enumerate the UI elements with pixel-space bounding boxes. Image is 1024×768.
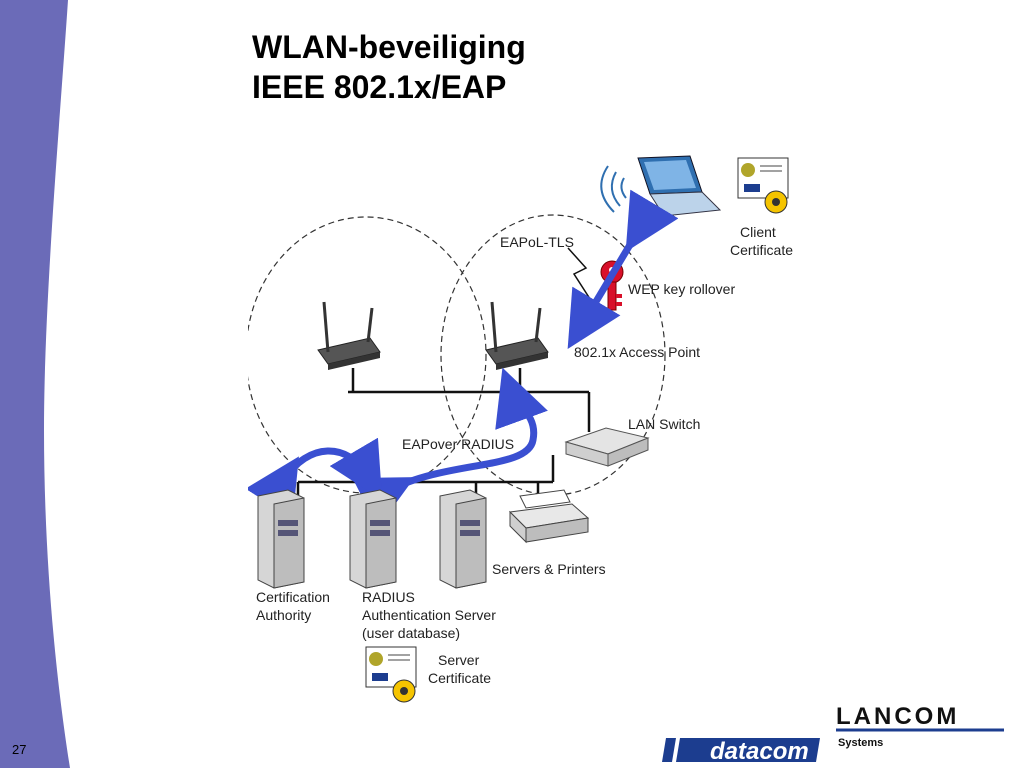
cert-authority-label-1: Certification bbox=[256, 589, 330, 605]
certificate-icon bbox=[365, 646, 417, 703]
lancom-logo: LANCOM Systems bbox=[836, 703, 1004, 749]
lancom-logo-text: LANCOM bbox=[836, 703, 959, 730]
laptop-icon bbox=[637, 155, 722, 217]
server-icon bbox=[257, 489, 305, 589]
network-diagram: Client Certificate EAPoL-TLS WEP key rol… bbox=[248, 155, 793, 703]
eapol-arrow bbox=[567, 189, 679, 350]
eapol-lightning bbox=[567, 247, 593, 303]
slide-title-line2: IEEE 802.1x/EAP bbox=[252, 69, 507, 105]
access-point-icon bbox=[485, 301, 549, 370]
slide-title-line1: WLAN-beveiliging bbox=[252, 29, 526, 65]
radius-label-2: Authentication Server bbox=[362, 607, 496, 623]
radius-label-3: (user database) bbox=[362, 625, 460, 641]
wep-key-rollover-label: WEP key rollover bbox=[628, 281, 735, 297]
server-icon bbox=[349, 489, 397, 589]
servers-printers-label: Servers & Printers bbox=[492, 561, 606, 577]
eapol-tls-label: EAPoL-TLS bbox=[500, 234, 574, 250]
server-certificate-label-2: Certificate bbox=[428, 670, 491, 686]
wireless-signal-icon bbox=[600, 165, 627, 213]
cert-authority-label-2: Authority bbox=[256, 607, 311, 623]
access-point-icon bbox=[317, 301, 381, 370]
datacom-logo-text: datacom bbox=[710, 738, 809, 765]
eap-over-radius-label: EAPover RADIUS bbox=[402, 436, 514, 452]
coverage-circle-right bbox=[440, 214, 666, 496]
company-logos: LANCOM Systems datacom bbox=[662, 703, 1004, 765]
ca-radius-arrow bbox=[248, 437, 383, 519]
access-point-label: 802.1x Access Point bbox=[574, 344, 700, 360]
radius-label-1: RADIUS bbox=[362, 589, 415, 605]
radius-arrow bbox=[352, 367, 548, 528]
switch-icon bbox=[564, 427, 650, 467]
certificate-icon bbox=[737, 157, 789, 214]
datacom-logo: datacom bbox=[662, 738, 820, 765]
server-certificate-label-1: Server bbox=[438, 652, 480, 668]
server-icon bbox=[439, 489, 487, 589]
printer-icon bbox=[508, 489, 590, 544]
slide-number: 27 bbox=[12, 742, 27, 757]
client-certificate-label-2: Certificate bbox=[730, 242, 793, 258]
client-certificate-label-1: Client bbox=[740, 224, 776, 240]
lan-switch-label: LAN Switch bbox=[628, 416, 700, 432]
lancom-logo-sub: Systems bbox=[838, 737, 883, 749]
